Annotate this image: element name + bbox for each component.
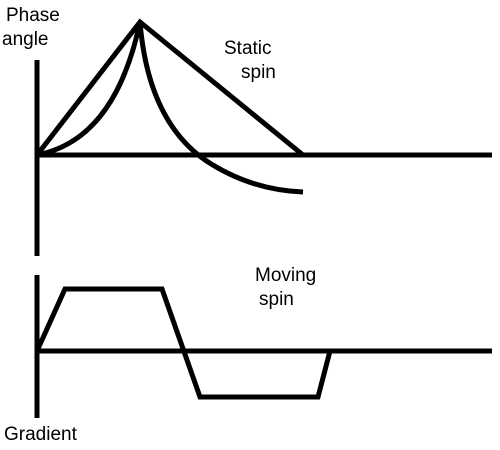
moving-spin-label-line1: Moving	[255, 265, 317, 286]
gradient-label: Gradient	[4, 424, 77, 445]
static-spin-label-line1: Static	[224, 38, 272, 59]
phase-angle-label-line2: angle	[2, 29, 49, 50]
moving-spin-label-line2: spin	[259, 289, 294, 310]
static-spin-label-line2: spin	[241, 62, 276, 83]
bipolar-gradient-waveform	[34, 286, 333, 400]
moving-spin-phase-curve	[36, 21, 304, 195]
phase-angle-label-line1: Phase	[6, 5, 60, 26]
